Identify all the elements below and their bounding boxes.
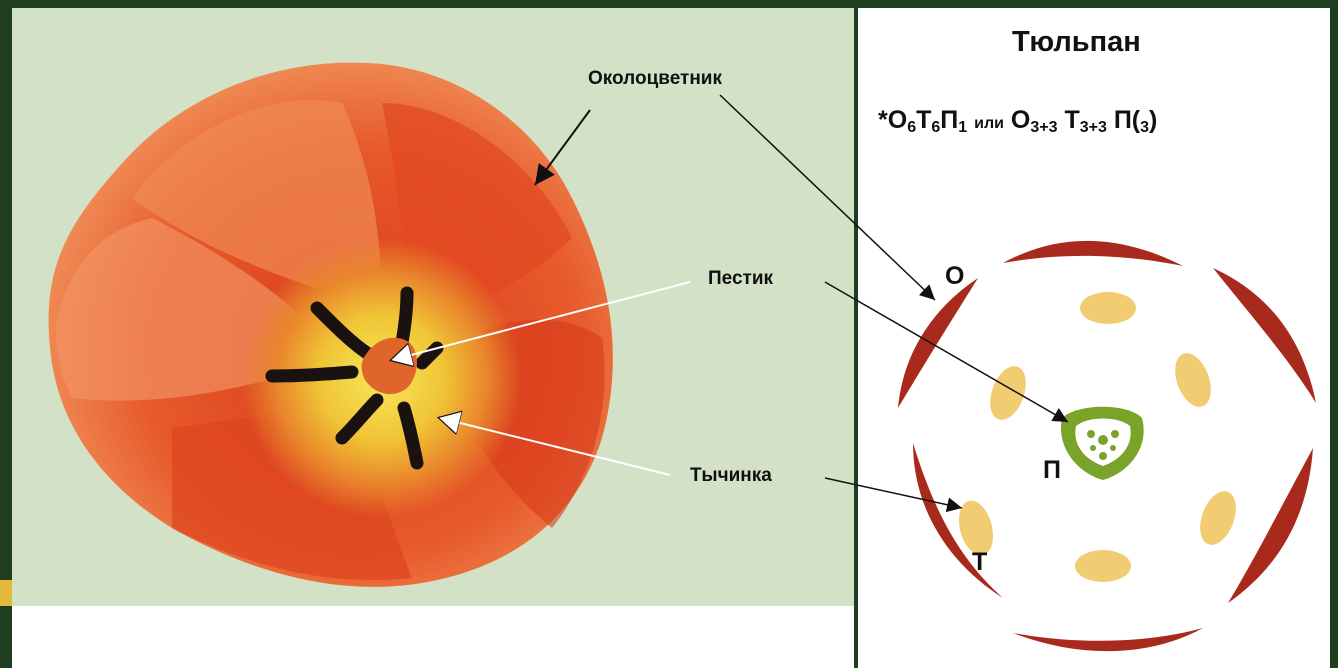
pistil-diagram bbox=[1061, 407, 1144, 480]
tepal-top bbox=[1003, 241, 1183, 266]
frame-accent-bar bbox=[0, 580, 12, 606]
formula-or: или bbox=[974, 115, 1004, 132]
formula-star: * bbox=[878, 106, 888, 134]
formula-O: О bbox=[888, 106, 907, 134]
label-pistil: Пестик bbox=[708, 268, 773, 290]
formula-close: ) bbox=[1149, 106, 1157, 134]
formula-P: П bbox=[940, 106, 958, 134]
label-perianth: Околоцветник bbox=[588, 68, 722, 90]
stamen-lower-right bbox=[1193, 486, 1242, 550]
stamen-top bbox=[1080, 292, 1136, 324]
diagram-title: Тюльпан bbox=[1012, 26, 1141, 59]
formula-T: Т bbox=[916, 106, 931, 134]
tepal-upper-left bbox=[898, 278, 978, 408]
diagram-letter-P: П bbox=[1043, 456, 1061, 485]
stamen-upper-left bbox=[983, 361, 1032, 425]
photo-panel bbox=[12, 8, 854, 668]
tulip-photo bbox=[12, 8, 854, 606]
label-stamen: Тычинка bbox=[690, 465, 772, 487]
formula-T2-sub: 3+3 bbox=[1080, 119, 1107, 136]
formula-O2-sub: 3+3 bbox=[1030, 119, 1057, 136]
formula-O2: О bbox=[1011, 106, 1030, 134]
formula-P2: П( bbox=[1114, 106, 1140, 134]
formula-P2-sub: 3 bbox=[1140, 119, 1149, 136]
photo-background bbox=[12, 8, 854, 606]
formula-T2: Т bbox=[1064, 106, 1079, 134]
tepal-lower-right bbox=[1228, 448, 1313, 603]
formula-O-sub: 6 bbox=[907, 119, 916, 136]
diagram-letter-T: Т bbox=[972, 548, 987, 577]
formula-T-sub: 6 bbox=[931, 119, 940, 136]
stamen-bottom bbox=[1075, 550, 1131, 582]
floral-formula: *О6Т6П1 или О3+3 Т3+3 П(3) bbox=[878, 106, 1157, 137]
formula-P-sub: 1 bbox=[958, 119, 967, 136]
tepal-upper-right bbox=[1213, 268, 1316, 403]
tepal-bottom bbox=[1013, 628, 1203, 651]
diagram-letter-O: О bbox=[945, 262, 964, 291]
stamen-upper-right bbox=[1168, 348, 1217, 412]
